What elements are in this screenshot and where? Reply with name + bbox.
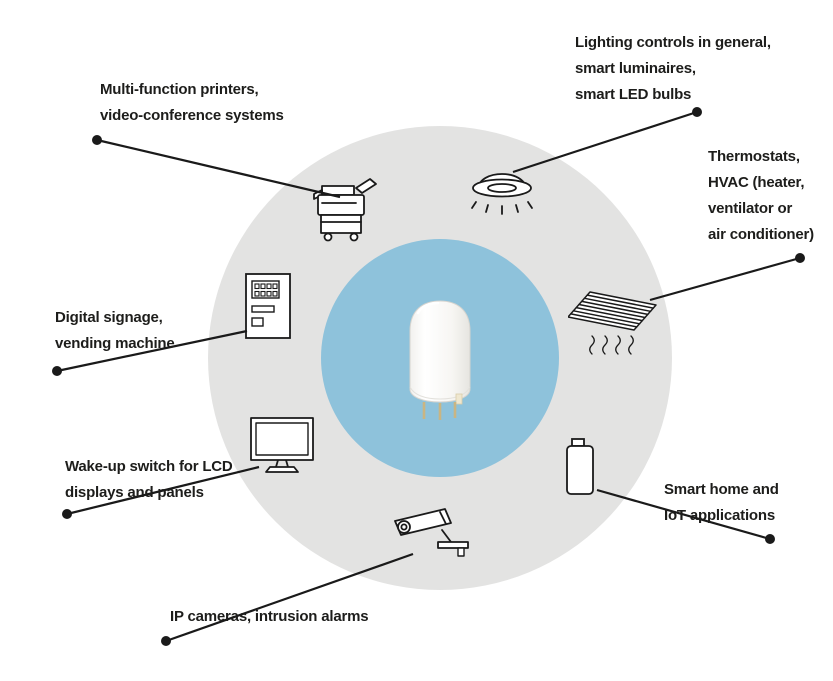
- connector-dot-printers: [92, 135, 102, 145]
- ceiling-light-icon: [462, 160, 542, 222]
- connector-dot-cameras: [161, 636, 171, 646]
- smart-device-icon: [560, 436, 602, 500]
- label-lighting-controls: Lighting controls in general, smart lumi…: [575, 34, 771, 103]
- cctv-camera-icon: [392, 506, 477, 566]
- connector-dot-signage: [52, 366, 62, 376]
- printer-icon: [306, 172, 382, 248]
- connector-dot-hvac: [795, 253, 805, 263]
- pir-sensor-icon: [398, 295, 482, 421]
- label-thermostats-hvac: Thermostats, HVAC (heater, ventilator or…: [708, 148, 814, 243]
- label-ip-cameras: IP cameras, intrusion alarms: [170, 608, 369, 625]
- lcd-monitor-icon: [248, 415, 318, 477]
- connector-dot-iot: [765, 534, 775, 544]
- label-wakeup-switch-lcd: Wake-up switch for LCD displays and pane…: [65, 458, 233, 501]
- connector-line-hvac: [649, 256, 801, 302]
- label-smart-home-iot: Smart home and IoT applications: [664, 481, 779, 524]
- connector-dot-lighting: [692, 107, 702, 117]
- label-multi-function-printers: Multi-function printers, video-conferenc…: [100, 81, 284, 124]
- label-digital-signage: Digital signage, vending machine: [55, 309, 175, 352]
- vending-machine-icon: [242, 270, 294, 344]
- heater-vent-icon: [568, 288, 658, 362]
- connector-dot-lcd: [62, 509, 72, 519]
